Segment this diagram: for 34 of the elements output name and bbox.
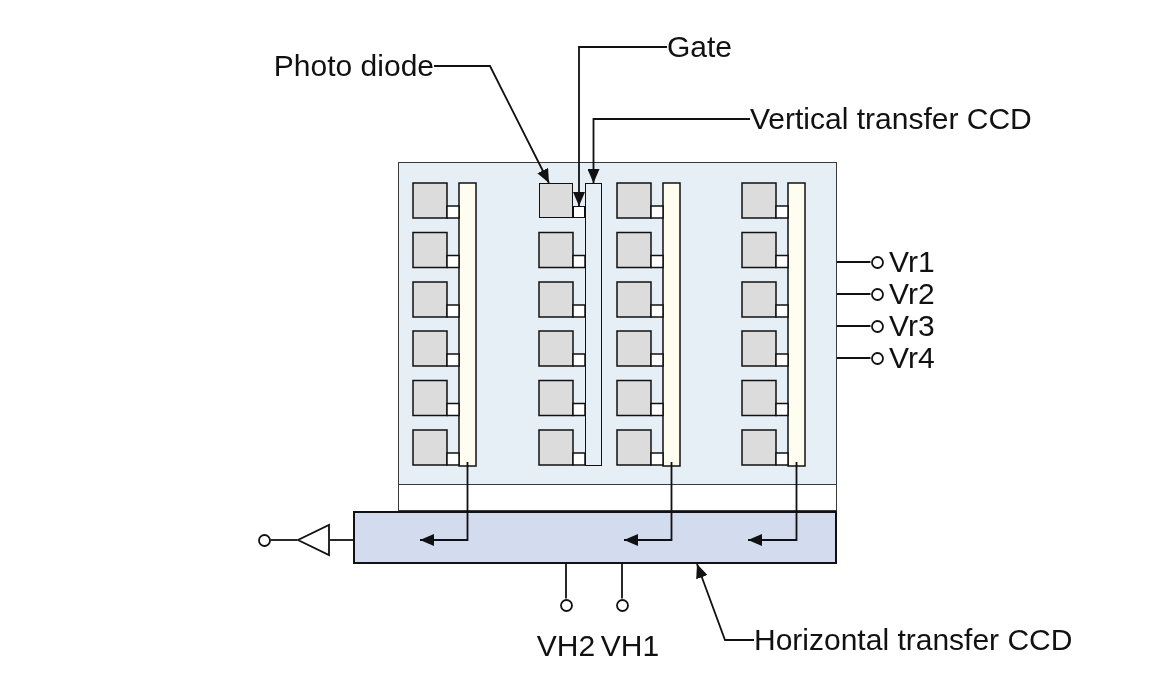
terminal-label: VH1: [600, 629, 660, 663]
terminal-label: VH2: [536, 629, 596, 663]
wire: [836, 293, 872, 295]
leader-line: [587, 118, 751, 184]
terminal-symbol: [870, 255, 884, 269]
wire: [621, 563, 623, 600]
leader-line: [433, 65, 550, 184]
wire: [565, 563, 567, 600]
wire: [329, 539, 354, 541]
terminal-symbol: [870, 351, 884, 365]
terminal-symbol: [257, 533, 271, 547]
callout-label: Gate: [667, 30, 733, 64]
terminal-symbol: [870, 319, 884, 333]
terminal-label: Vr4: [889, 341, 935, 375]
terminal-symbol: [559, 598, 573, 612]
terminal-symbol: [870, 287, 884, 301]
terminal-symbol: [615, 598, 629, 612]
vertical-ccd-register: [584, 182, 602, 466]
terminal-label: Vr1: [889, 245, 935, 279]
wire: [836, 261, 872, 263]
callout-label: Vertical transfer CCD: [750, 102, 1032, 136]
leader-line: [573, 46, 668, 207]
leader-line: [696, 563, 755, 641]
callout-label: Photo diode: [273, 49, 434, 83]
terminal-label: Vr2: [889, 277, 935, 311]
amplifier-symbol: [297, 524, 330, 556]
horizontal-ccd-register: [353, 511, 837, 564]
wire: [836, 357, 872, 359]
wire: [269, 539, 298, 541]
wire: [836, 325, 872, 327]
imaging-area: [398, 162, 837, 511]
terminal-label: Vr3: [889, 309, 935, 343]
callout-label: Horizontal transfer CCD: [754, 623, 1073, 657]
photodiode: [538, 182, 573, 218]
